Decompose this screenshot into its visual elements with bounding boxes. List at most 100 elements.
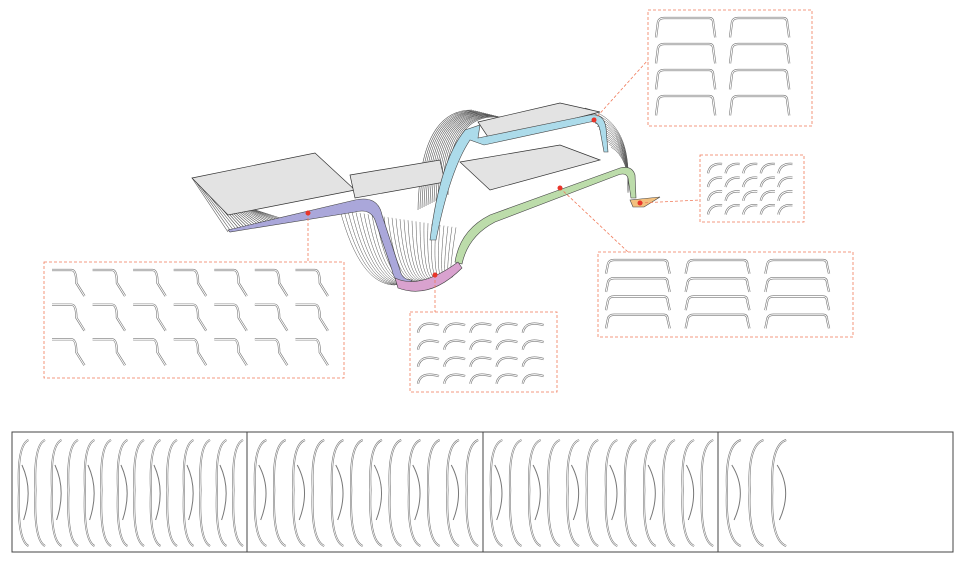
part-inner [295, 338, 329, 366]
part-inner [254, 338, 288, 366]
sheet-part-inner [682, 439, 695, 547]
sheet-part-inner [466, 439, 479, 547]
sheet-part-small [450, 464, 459, 521]
part-outline [52, 268, 86, 297]
sheet-part-small [532, 464, 541, 521]
part-outline [469, 373, 492, 385]
part-outline [495, 356, 518, 368]
part-outline [133, 268, 167, 297]
part-outline [684, 277, 751, 293]
part-inner [685, 277, 750, 293]
part-outline [173, 303, 208, 332]
sheet-part-inner [232, 439, 244, 547]
part-inner [729, 69, 790, 90]
callout-group [43, 9, 854, 393]
part-outline [469, 356, 492, 368]
part-outline [416, 373, 440, 385]
part-inner [760, 190, 775, 201]
part-outline [92, 268, 126, 297]
sheet-part-inner [312, 439, 325, 547]
part-inner [605, 277, 671, 293]
callout-marker [591, 117, 597, 123]
part-inner [417, 323, 440, 333]
part-inner [707, 163, 723, 174]
part-outline [764, 258, 831, 274]
sheet-part-inner [605, 439, 618, 547]
sheet-part-inner [67, 439, 79, 547]
leader-line [559, 187, 629, 253]
sheet-part-small [258, 464, 267, 521]
sheet-part-inner [166, 439, 178, 547]
rib-curve [339, 209, 396, 286]
rib-end [610, 146, 629, 194]
part-outline [495, 322, 518, 334]
part-inner [742, 204, 758, 215]
part-inner [496, 340, 518, 350]
part-outline [133, 338, 167, 366]
sheet-part-small [776, 464, 787, 521]
part-outline [52, 338, 86, 366]
sheet-part-small [609, 464, 618, 521]
part-inner [707, 190, 723, 201]
part-inner [729, 17, 790, 38]
rib-curve [347, 211, 400, 285]
sheet-part-small [570, 464, 580, 521]
part-outline [295, 268, 329, 297]
part-inner [92, 338, 126, 366]
part-inner [729, 43, 790, 64]
part-inner [214, 269, 248, 297]
callout-marker [432, 272, 438, 278]
part-inner [214, 338, 248, 366]
part-inner [522, 357, 544, 367]
sheet-part-inner [100, 439, 112, 547]
sheet-part-inner [701, 439, 714, 547]
part-outline [728, 68, 791, 90]
part-inner [522, 374, 544, 384]
leader-line [593, 59, 649, 121]
part-inner [742, 190, 758, 201]
sheet-part-small [373, 464, 382, 521]
sheet-part-inner [292, 439, 306, 547]
seat-panel-top [477, 102, 601, 141]
part-inner [605, 314, 671, 329]
part-inner [295, 269, 329, 297]
bottom-frame [394, 261, 463, 292]
part-inner [764, 259, 830, 274]
sheet-part-small [685, 464, 695, 521]
sheet-part-inner [18, 439, 29, 547]
part-inner [52, 304, 85, 331]
part-outline [443, 373, 466, 385]
sheet-part-small [21, 464, 29, 521]
part-inner [133, 304, 167, 331]
part-inner [173, 269, 207, 297]
part-inner [52, 338, 85, 366]
sheet-part-inner [624, 439, 637, 547]
part-outline [728, 16, 791, 38]
part-inner [760, 177, 775, 188]
part-outline [604, 277, 671, 293]
part-inner [133, 338, 167, 366]
part-outline [469, 339, 492, 351]
rib-curve [403, 219, 428, 281]
sheet-part-inner [331, 439, 344, 547]
callout-box-top-frame-parts [647, 9, 813, 127]
part-inner [254, 269, 288, 297]
part-inner [443, 357, 466, 367]
callout-marker [305, 210, 311, 216]
right-frame [454, 167, 637, 265]
sheet-part-inner [216, 439, 227, 547]
part-outline [173, 268, 208, 297]
part-inner [443, 374, 466, 384]
part-inner [469, 340, 492, 350]
part-inner [173, 338, 207, 366]
part-inner [496, 357, 518, 367]
part-outline [654, 68, 717, 90]
part-inner [707, 204, 723, 215]
part-outline [728, 42, 791, 64]
sheet-part-inner [509, 439, 522, 547]
sheet-part-inner [254, 439, 267, 547]
part-outline [654, 42, 717, 64]
part-inner [655, 69, 716, 90]
part-outline [443, 322, 466, 334]
sheet-part-small [647, 464, 656, 521]
